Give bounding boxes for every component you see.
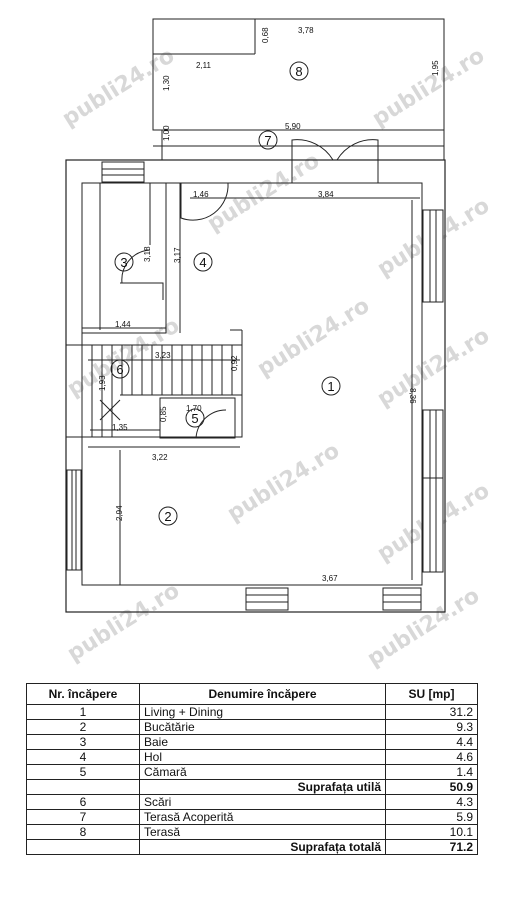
room-number: 4 [199, 255, 206, 270]
table-row: 1 Living + Dining 31.2 [26, 704, 478, 720]
room-number: 3 [120, 255, 127, 270]
room-number: 8 [295, 64, 302, 79]
window-right-bottom [422, 477, 444, 573]
cell-su: 1.4 [385, 764, 478, 780]
dim-label: 1,44 [115, 320, 131, 329]
cell-su: 4.3 [385, 794, 478, 810]
room-number: 1 [327, 379, 334, 394]
exterior-wall-inner [81, 182, 423, 586]
dim-label: 3,17 [173, 247, 182, 263]
exterior-wall-outer [65, 159, 446, 613]
cell-nr: 2 [26, 719, 140, 735]
cell-nr: 5 [26, 764, 140, 780]
subtotal-value: 50.9 [385, 779, 478, 795]
cell-nr: 4 [26, 749, 140, 765]
room-number: 2 [164, 509, 171, 524]
cell-su: 10.1 [385, 824, 478, 840]
dim-label: 3,22 [152, 453, 168, 462]
entry-door [180, 182, 229, 221]
window-right-top [422, 209, 444, 303]
cell-nr: 1 [26, 704, 140, 720]
pantry-walls [159, 397, 236, 439]
cell-empty [26, 839, 140, 855]
cell-nr: 7 [26, 809, 140, 825]
window-right-mid [422, 409, 444, 481]
dim-label: 1,95 [431, 60, 440, 76]
dim-label: 1,70 [186, 404, 202, 413]
window-bottom-2 [382, 587, 422, 611]
window-left [66, 469, 82, 571]
header-name: Denumire încăpere [139, 683, 386, 705]
total-value: 71.2 [385, 839, 478, 855]
door-swing-right [336, 139, 379, 161]
table-row: 5 Cămară 1.4 [26, 764, 478, 780]
cell-name: Hol [139, 749, 386, 765]
stairs-block [65, 344, 243, 438]
cell-su: 31.2 [385, 704, 478, 720]
dim-label: 2,11 [196, 61, 212, 70]
bathroom-door [121, 249, 151, 284]
cell-nr: 3 [26, 734, 140, 750]
cell-su: 4.6 [385, 749, 478, 765]
room-number: 6 [116, 362, 123, 377]
window-bottom-1 [245, 587, 289, 611]
dim-label: 3,23 [155, 351, 171, 360]
cell-name: Baie [139, 734, 386, 750]
cell-su: 9.3 [385, 719, 478, 735]
cell-name: Terasă Acoperită [139, 809, 386, 825]
dim-label: 8,36 [408, 388, 417, 404]
dim-label: 1,46 [193, 190, 209, 199]
dim-label: 1,30 [162, 75, 171, 91]
dim-label: 1,93 [98, 375, 107, 391]
window-top-left [101, 161, 145, 183]
pantry-door [195, 409, 227, 439]
door-swing-left [291, 139, 334, 161]
dim-label: 3,78 [298, 26, 314, 35]
subtotal-row: Suprafața utilă 50.9 [26, 779, 478, 795]
dim-label: 0,92 [230, 355, 239, 371]
table-row: 2 Bucătărie 9.3 [26, 719, 478, 735]
dim-label: 1,35 [112, 423, 128, 432]
table-row: 3 Baie 4.4 [26, 734, 478, 750]
cell-name: Bucătărie [139, 719, 386, 735]
cell-nr: 8 [26, 824, 140, 840]
area-table: Nr. încăpere Denumire încăpere SU [mp] 1… [26, 683, 478, 855]
total-label: Suprafața totală [139, 839, 386, 855]
table-row: 6 Scări 4.3 [26, 794, 478, 810]
dim-label: 3,18 [143, 246, 152, 262]
total-row: Suprafața totală 71.2 [26, 839, 478, 855]
dim-label: 2,94 [115, 505, 124, 521]
table-row: 8 Terasă 10.1 [26, 824, 478, 840]
header-nr: Nr. încăpere [26, 683, 140, 705]
cell-name: Terasă [139, 824, 386, 840]
header-su: SU [mp] [385, 683, 478, 705]
terrace-outline [152, 18, 445, 131]
cell-name: Scări [139, 794, 386, 810]
dim-label: 0,68 [261, 27, 270, 43]
floor-plan: 3,78 0,68 2,11 1,30 1,95 1,00 5,90 1,46 … [65, 18, 446, 613]
dim-label: 3,67 [322, 574, 338, 583]
dim-label: 0,85 [159, 406, 168, 422]
dim-label: 1,00 [162, 125, 171, 141]
cell-name: Cămară [139, 764, 386, 780]
table-row: 7 Terasă Acoperită 5.9 [26, 809, 478, 825]
room-number: 7 [264, 133, 271, 148]
cell-su: 5.9 [385, 809, 478, 825]
cell-nr: 6 [26, 794, 140, 810]
subtotal-label: Suprafața utilă [139, 779, 386, 795]
dim-label: 3,84 [318, 190, 334, 199]
room-number: 5 [191, 411, 198, 426]
table-row: 4 Hol 4.6 [26, 749, 478, 765]
cell-empty [26, 779, 140, 795]
cell-name: Living + Dining [139, 704, 386, 720]
dim-label: 5,90 [285, 122, 301, 131]
cell-su: 4.4 [385, 734, 478, 750]
